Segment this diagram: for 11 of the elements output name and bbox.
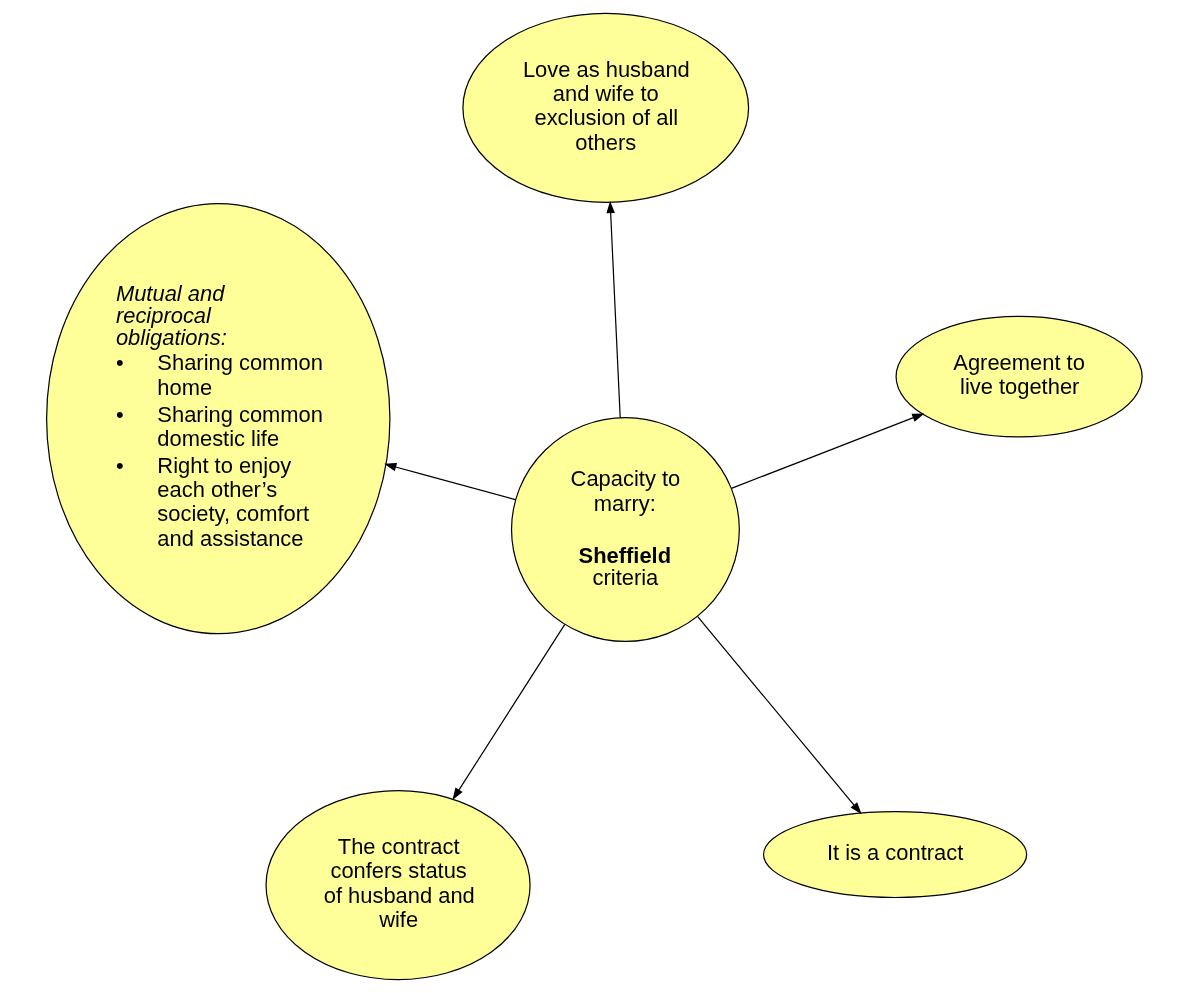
node-ellipse: It is a contract: [762, 811, 1028, 899]
node-ellipse: Agreement to live together: [895, 315, 1143, 438]
arrow: [730, 413, 925, 489]
arrow: [384, 462, 516, 501]
arrow: [606, 200, 621, 419]
arrow: [452, 623, 566, 801]
arrow: [697, 616, 862, 815]
node-ellipse: Love as husband and wife to exclusion of all others: [462, 12, 750, 203]
node-circle: Capacity to marry: Sheffield criteria: [510, 417, 740, 643]
node-ellipse: The contract confers status of husband and wife: [265, 790, 531, 981]
node-ellipse: Mutual and reciprocal obligations: • Sharing common home • Sharing common domestic life • Right to enjoy each other’s society, comfort and assistance: [46, 203, 391, 635]
